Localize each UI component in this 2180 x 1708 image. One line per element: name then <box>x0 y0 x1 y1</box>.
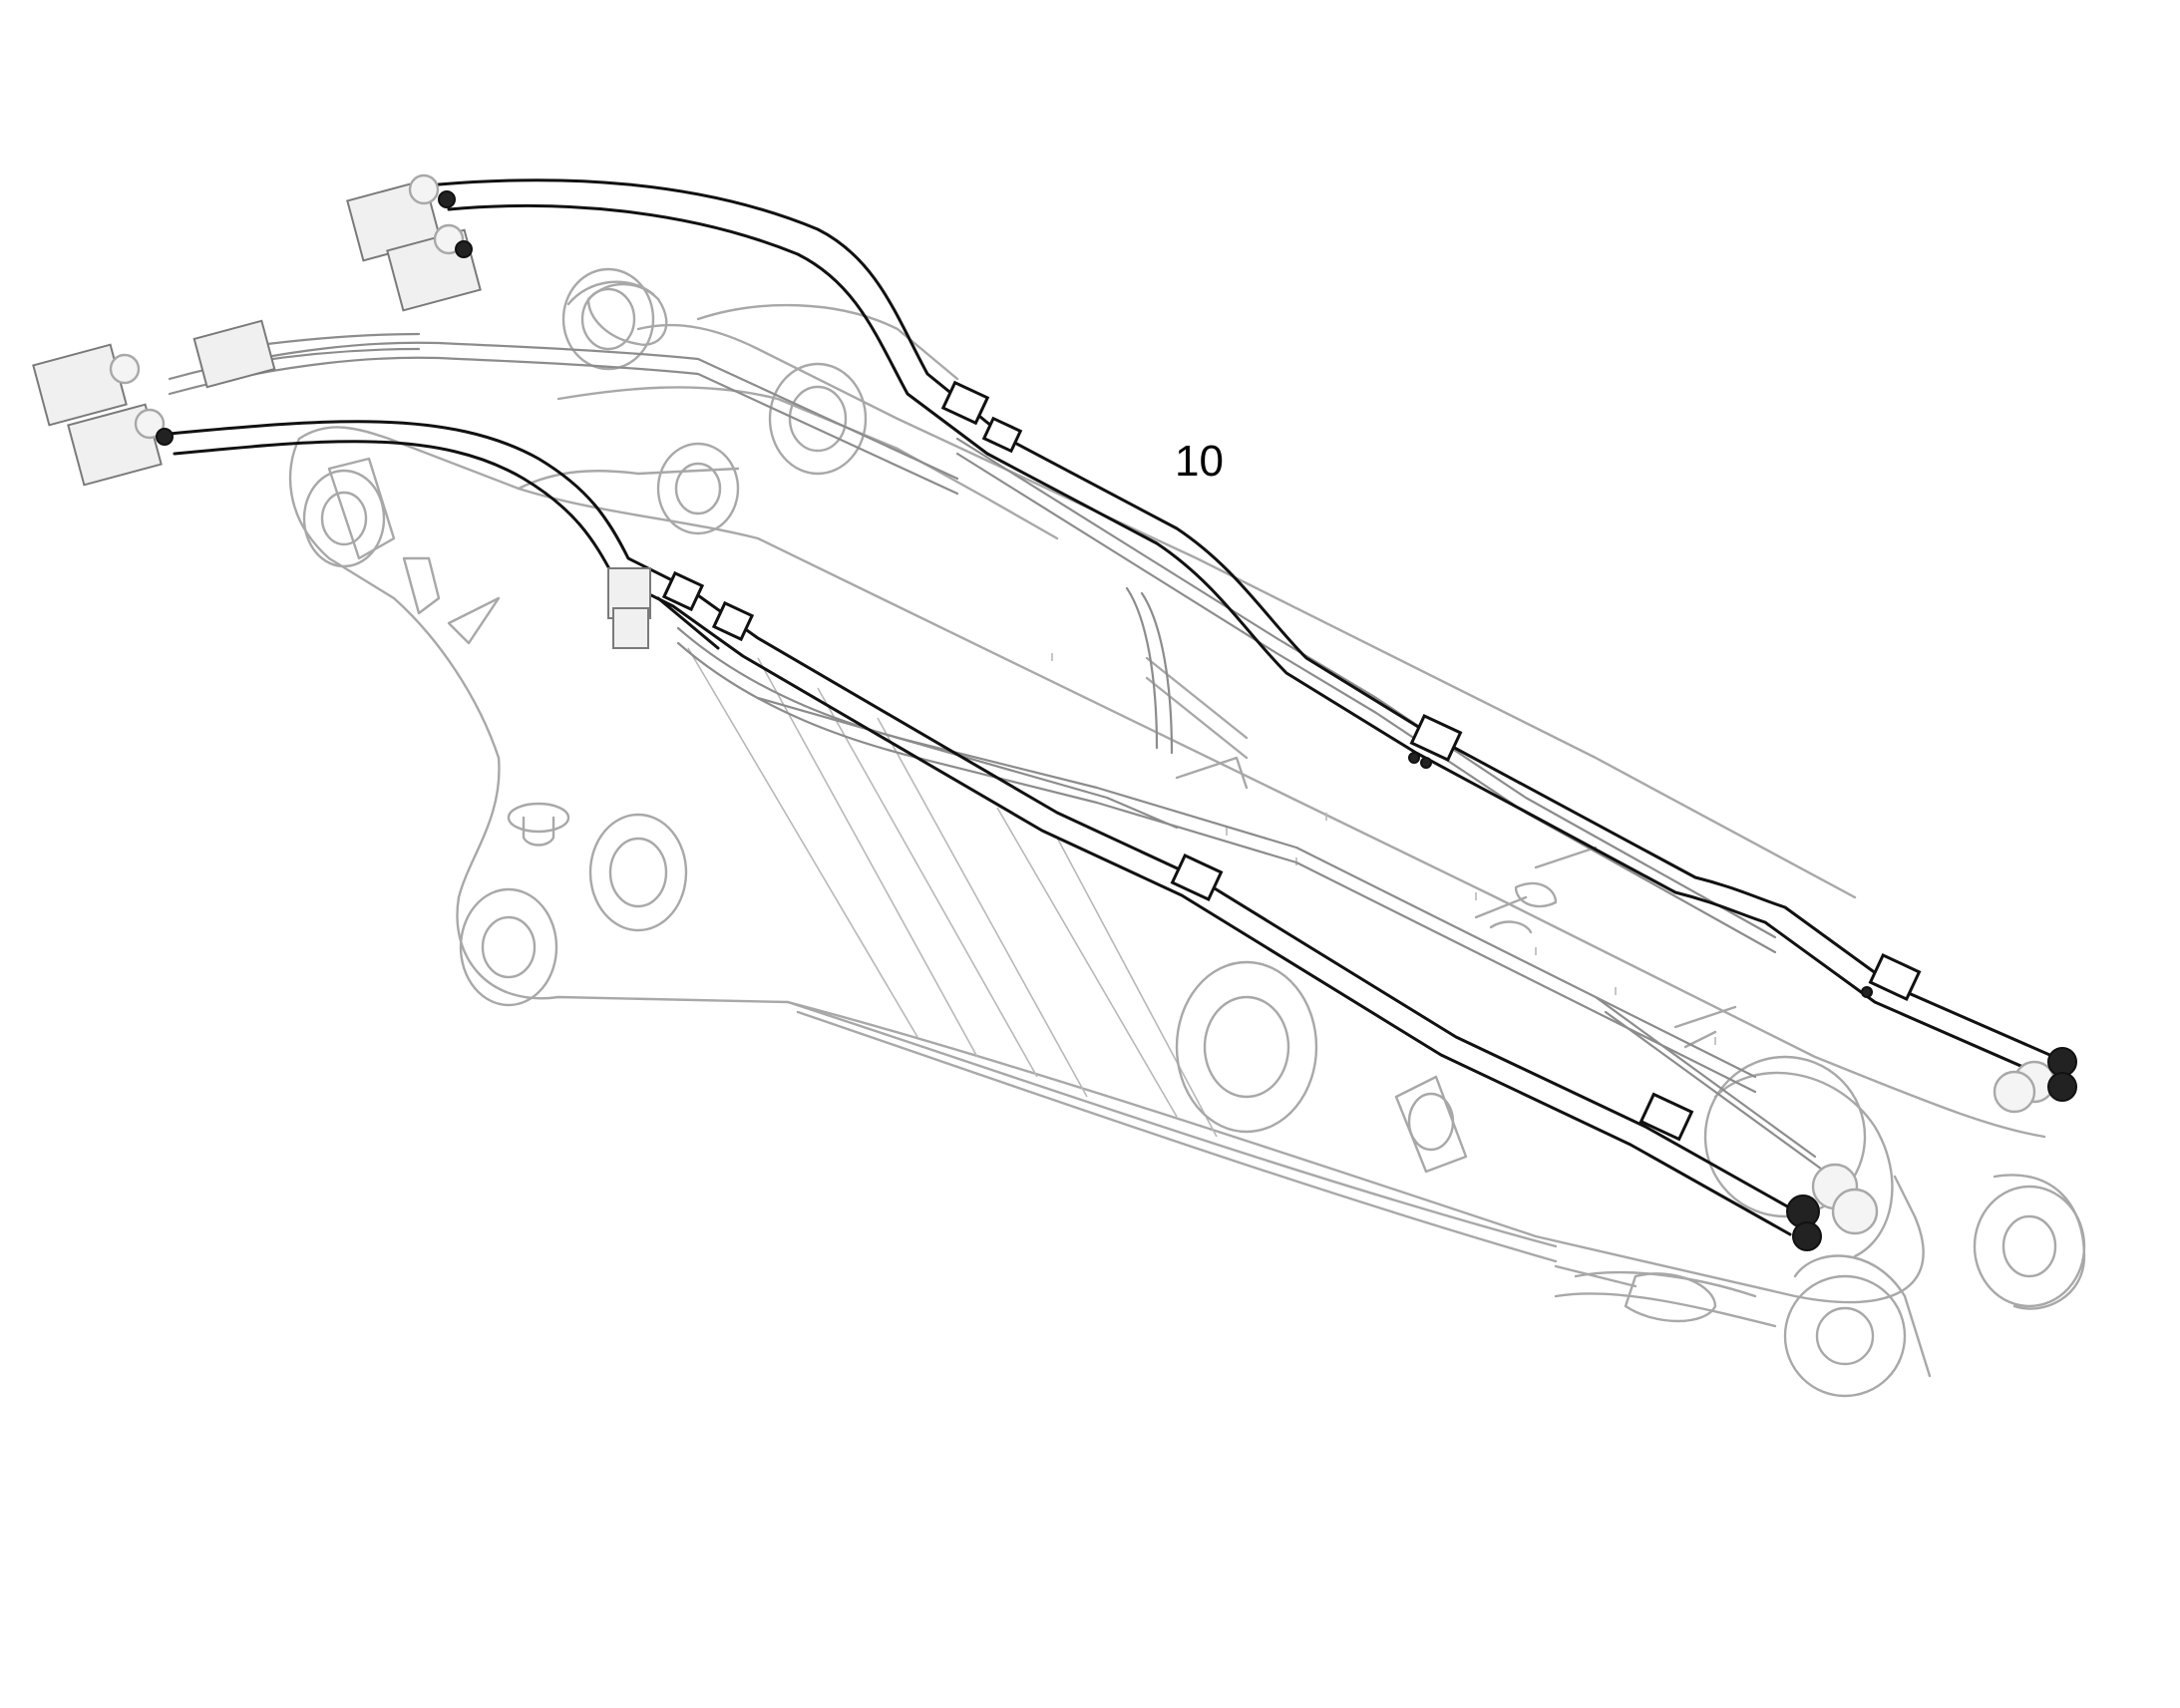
rear-hose-blocks <box>32 173 482 487</box>
pipe-clamps <box>607 380 1922 1142</box>
clamp-lower-mid <box>1170 853 1224 902</box>
manifold-block <box>607 567 755 649</box>
hydraulic-pipes-highlighted <box>168 178 2056 1236</box>
end-fitting-upper <box>1993 1047 2077 1114</box>
boom-structure <box>288 267 2086 1398</box>
callout-label-10: 10 <box>1175 437 1224 486</box>
hose-block-upper <box>346 173 482 312</box>
end-fitting-lower <box>1786 1163 1879 1251</box>
clamp-upper-rear <box>940 380 1023 454</box>
clamp-lower-front <box>1638 1092 1694 1142</box>
clamp-upper-mid <box>1408 713 1463 769</box>
front-end-fittings <box>1786 1047 2077 1251</box>
clamp-upper-front <box>1861 952 1922 1002</box>
hose-block-lower <box>32 319 276 487</box>
